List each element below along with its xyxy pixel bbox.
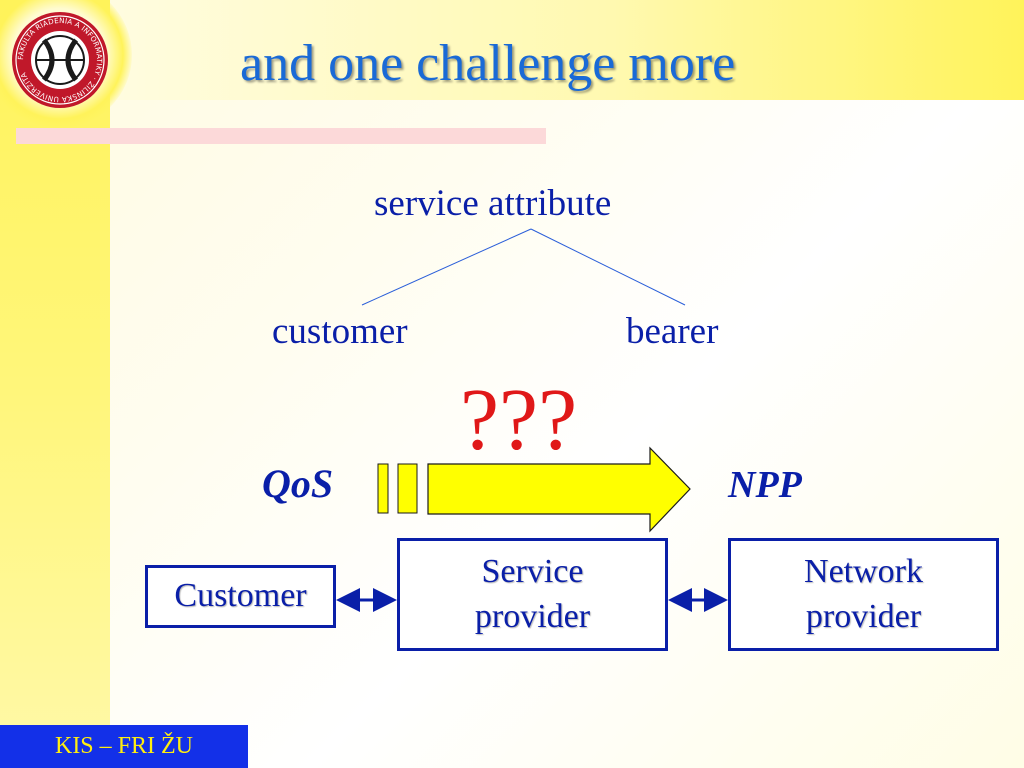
arrow-tail-bar-1 bbox=[377, 463, 389, 514]
npp-label: NPP bbox=[728, 464, 802, 506]
service-provider-box-label: Service provider bbox=[474, 553, 591, 635]
big-yellow-arrow bbox=[427, 446, 691, 533]
network-provider-box-label: Network provider bbox=[804, 553, 923, 635]
service-provider-box: Service provider bbox=[397, 538, 668, 651]
top-yellow-band bbox=[110, 0, 1024, 100]
slide-title: and one challenge more bbox=[240, 35, 736, 92]
faculty-logo: FAKULTA RIADENIA A INFORMATIKY · ŽILINSK… bbox=[12, 12, 108, 108]
tree-root-label: service attribute bbox=[374, 183, 612, 224]
question-marks: ??? bbox=[460, 372, 578, 469]
qos-label: QoS bbox=[262, 461, 334, 506]
footer-text: KIS – FRI ŽU bbox=[54, 733, 193, 759]
tree-branch-left bbox=[361, 228, 532, 306]
arrow-tail-bar-2 bbox=[397, 463, 418, 514]
customer-box-label: Customer bbox=[174, 577, 307, 615]
tree-branch-right bbox=[530, 228, 686, 306]
footer-badge: KIS – FRI ŽU bbox=[0, 725, 248, 768]
title-underline-bar bbox=[16, 128, 546, 144]
customer-box: Customer bbox=[145, 565, 336, 628]
network-provider-box: Network provider bbox=[728, 538, 999, 651]
tree-left-label: customer bbox=[272, 311, 408, 352]
tree-right-label: bearer bbox=[626, 311, 719, 352]
